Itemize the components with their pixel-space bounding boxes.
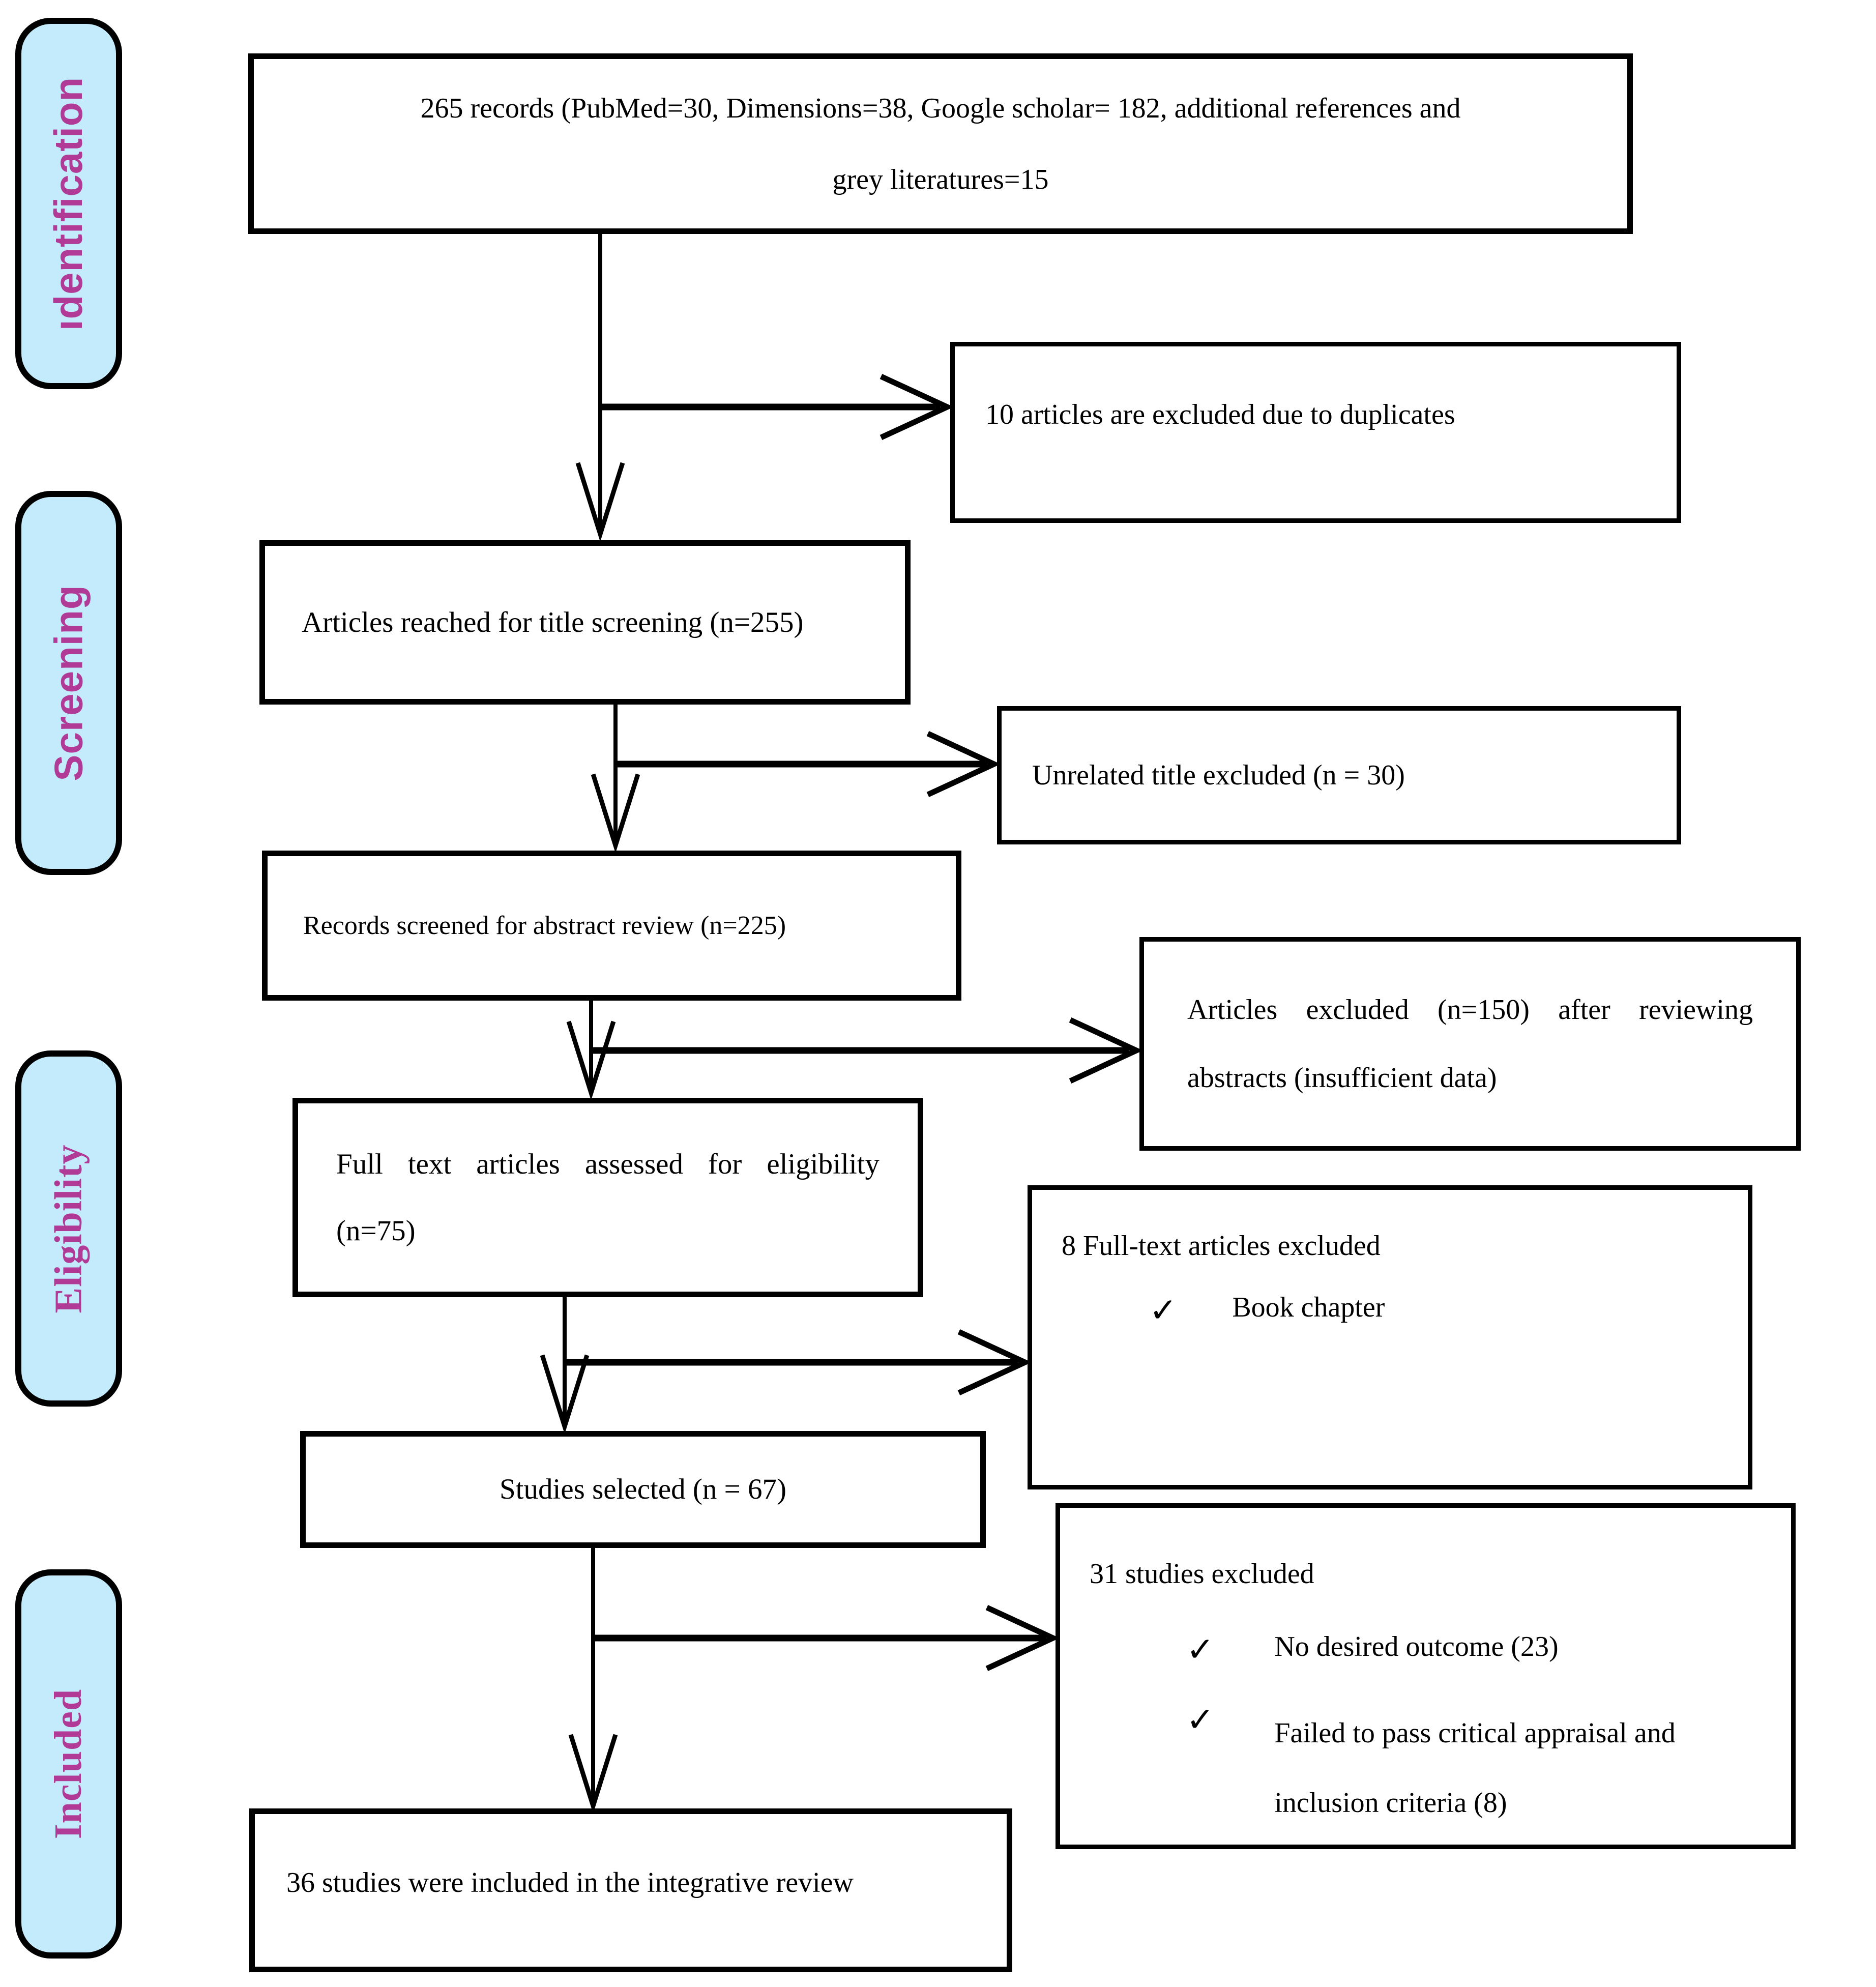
stage-identification: ıdentification [15, 18, 122, 389]
fulltext-assessed-line2: (n=75) [336, 1215, 416, 1247]
check-icon: ✓ [1186, 1701, 1215, 1739]
arrowhead-right-3 [1069, 1017, 1144, 1084]
records-line2: grey literatures=15 [832, 163, 1049, 195]
fulltext-assessed-line1: Full text articles assessed for eligibil… [336, 1148, 880, 1180]
studies-selected-text: Studies selected (n = 67) [499, 1473, 787, 1506]
stage-identification-label: ıdentification [46, 76, 91, 331]
duplicates-excluded-text: 10 articles are excluded due to duplicat… [985, 399, 1455, 430]
stage-eligibility-label: Eligibility [47, 1144, 90, 1313]
arrowhead-right-4 [957, 1329, 1032, 1395]
included-studies-text: 36 studies were included in the integrat… [286, 1867, 854, 1898]
arrowhead-right-2 [926, 731, 1001, 797]
records-line1: 265 records (PubMed=30, Dimensions=38, G… [420, 92, 1461, 124]
arrowhead-down-2 [591, 773, 640, 854]
arrowhead-down-3 [566, 1020, 616, 1101]
arrowhead-down-1 [575, 462, 625, 542]
check-icon: ✓ [1186, 1631, 1215, 1669]
abstract-excluded-line1: Articles excluded (n=150) after reviewin… [1187, 994, 1753, 1026]
studies-excluded-item-2-text: Failed to pass critical appraisal and in… [1274, 1717, 1676, 1819]
abstract-excluded-line2: abstracts (insufficient data) [1187, 1062, 1497, 1094]
box-studies-selected: Studies selected (n = 67) [300, 1431, 986, 1548]
fulltext-excluded-item: ✓ Book chapter [1149, 1289, 1722, 1333]
box-title-screening: Articles reached for title screening (n=… [259, 540, 911, 705]
box-fulltext-excluded: 8 Full-text articles excluded ✓ Book cha… [1028, 1185, 1752, 1489]
stage-eligibility: Eligibility [15, 1050, 122, 1407]
fulltext-excluded-item-text: Book chapter [1232, 1292, 1385, 1323]
arrowhead-right-5 [985, 1605, 1060, 1671]
studies-excluded-item-2: ✓ Failed to pass critical appraisal and … [1186, 1699, 1766, 1838]
box-abstract-excluded: Articles excluded (n=150) after reviewin… [1139, 937, 1801, 1151]
stage-included-label: Included [47, 1688, 90, 1839]
box-fulltext-assessed: Full text articles assessed for eligibil… [292, 1098, 923, 1297]
arrowhead-down-4 [540, 1354, 590, 1435]
box-unrelated-title-excluded: Unrelated title excluded (n = 30) [997, 706, 1681, 844]
box-duplicates-excluded: 10 articles are excluded due to duplicat… [950, 342, 1681, 523]
box-abstract-review: Records screened for abstract review (n=… [262, 851, 961, 1001]
stage-screening-label: Screening [46, 585, 91, 781]
check-icon: ✓ [1149, 1292, 1178, 1329]
studies-excluded-item-1: ✓ No desired outcome (23) [1186, 1628, 1766, 1672]
unrelated-title-text: Unrelated title excluded (n = 30) [1032, 759, 1405, 791]
stage-included: Included [15, 1569, 122, 1959]
arrowhead-down-5 [568, 1734, 618, 1814]
box-studies-excluded: 31 studies excluded ✓ No desired outcome… [1056, 1503, 1796, 1849]
studies-excluded-title: 31 studies excluded [1090, 1558, 1314, 1590]
fulltext-excluded-title: 8 Full-text articles excluded [1062, 1230, 1381, 1262]
arrowhead-right-1 [880, 374, 954, 440]
box-included-studies: 36 studies were included in the integrat… [249, 1808, 1012, 1972]
abstract-review-text: Records screened for abstract review (n=… [303, 911, 786, 940]
studies-excluded-item-1-text: No desired outcome (23) [1274, 1631, 1559, 1662]
title-screening-text: Articles reached for title screening (n=… [302, 606, 804, 638]
box-records-identified: 265 records (PubMed=30, Dimensions=38, G… [248, 53, 1633, 234]
stage-screening: Screening [15, 491, 122, 875]
